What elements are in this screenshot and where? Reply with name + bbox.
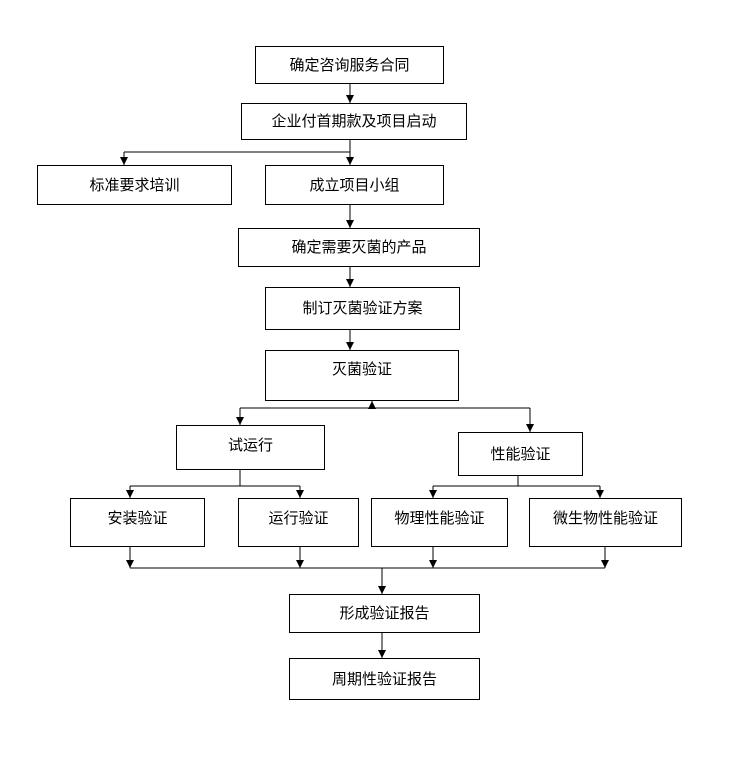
arrowhead (601, 560, 609, 568)
arrowhead (346, 95, 354, 103)
arrowhead (126, 560, 134, 568)
arrowhead (346, 279, 354, 287)
arrowhead (429, 560, 437, 568)
step-form-project-team: 成立项目小组 (265, 165, 444, 205)
arrowhead (378, 650, 386, 658)
arrowhead (236, 417, 244, 425)
arrowhead (378, 586, 386, 594)
arrowhead (346, 342, 354, 350)
arrowhead (346, 220, 354, 228)
arrowhead (346, 157, 354, 165)
step-standard-training: 标准要求培训 (37, 165, 232, 205)
arrowhead (296, 490, 304, 498)
step-periodic-report: 周期性验证报告 (289, 658, 480, 700)
step-trial-run: 试运行 (176, 425, 325, 470)
arrowhead (296, 560, 304, 568)
arrowhead (120, 157, 128, 165)
step-microbial-performance: 微生物性能验证 (529, 498, 682, 547)
step-sterilization-validation: 灭菌验证 (265, 350, 459, 401)
arrowhead (368, 401, 376, 409)
step-physical-performance: 物理性能验证 (371, 498, 508, 547)
step-operation-validation: 运行验证 (238, 498, 359, 547)
step-performance-validation: 性能验证 (458, 432, 583, 476)
arrowhead (429, 490, 437, 498)
step-confirm-products: 确定需要灭菌的产品 (238, 228, 480, 267)
arrowhead (126, 490, 134, 498)
arrowhead (526, 424, 534, 432)
arrowhead (596, 490, 604, 498)
step-installation-validation: 安装验证 (70, 498, 205, 547)
step-validation-plan: 制订灭菌验证方案 (265, 287, 460, 330)
step-payment-kickoff: 企业付首期款及项目启动 (241, 103, 467, 140)
step-validation-report: 形成验证报告 (289, 594, 480, 633)
step-confirm-contract: 确定咨询服务合同 (255, 46, 444, 84)
